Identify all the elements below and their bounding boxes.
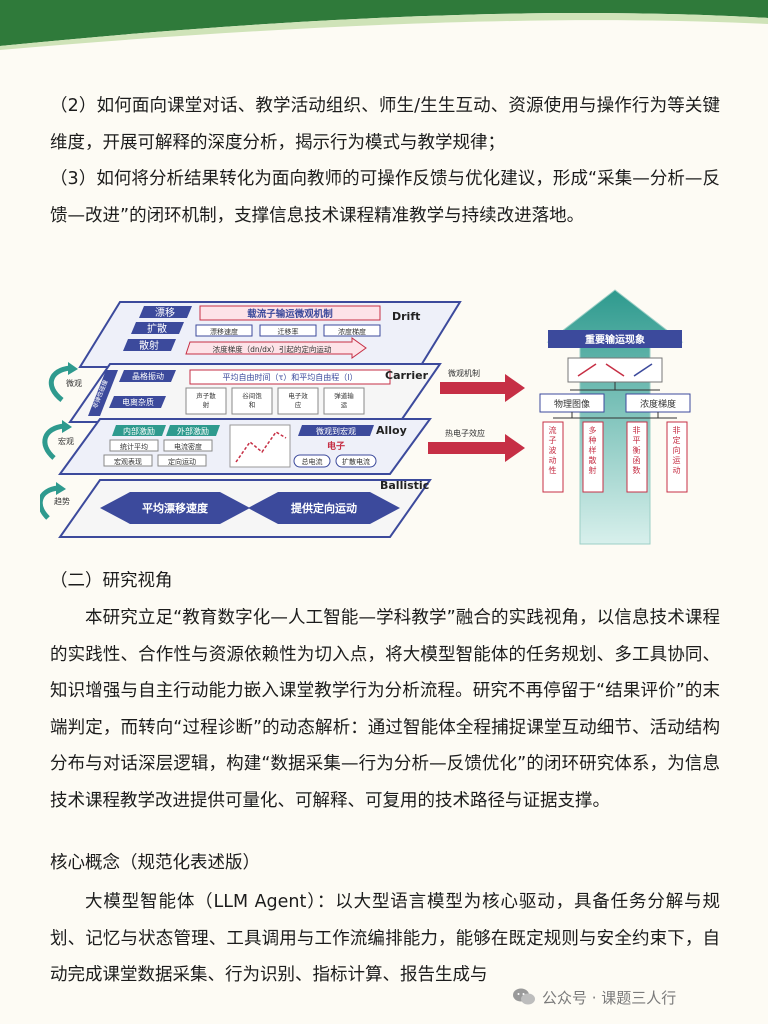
layer-carrier: 非弹性碰撞 晶格振动 电离杂质 平均自由时间（τ）和平均自由程（l） 声子散射 … — [68, 363, 442, 423]
wechat-watermark: 公众号 · 课题三人行 — [512, 982, 676, 1012]
drift-box-2-label: 扩散 — [147, 322, 167, 335]
concept-heading: 核心概念（规范化表述版） — [50, 853, 260, 873]
pillar-col-4: 非定向运动 — [672, 426, 681, 475]
pillar-col-3: 非平衡函数 — [632, 426, 641, 475]
drift-arrow-label: 浓度梯度（dn/dx）引起的定向运动 — [213, 344, 332, 354]
transport-mechanism-figure: 漂移 扩散 散射 载流子输运微观机制 漂移速度 迁移率 浓度梯度 浓度梯度（dn… — [40, 289, 691, 545]
drift-item-3: 浓度梯度 — [338, 327, 366, 336]
drift-box-3 — [123, 339, 176, 351]
alloy-total: 总电流 — [302, 457, 323, 466]
ballistic-tag: Ballistic — [380, 479, 429, 492]
concept-paragraph: 大模型智能体（LLM Agent）：以大型语言模型为核心驱动，具备任务分解与规划… — [50, 892, 720, 985]
pillar-diagram-icon — [567, 357, 663, 383]
alloy-electron: 电子 — [327, 440, 345, 452]
drift-box-2 — [131, 322, 184, 334]
drift-tag: Drift — [392, 310, 420, 323]
carrier-banner: 平均自由时间（τ）和平均自由程（l） — [222, 372, 357, 382]
carrier-tag: Carrier — [385, 369, 429, 382]
pillar-gradient-label: 浓度梯度 — [640, 398, 676, 410]
carrier-vibration: 晶格振动 — [132, 371, 164, 381]
alloy-outer: 外部激励 — [177, 426, 209, 436]
drift-box-3-label: 散射 — [139, 339, 159, 352]
perspective-paragraph: 本研究立足“教育数字化—人工智能—学科教学”融合的实践视角，以信息技术课程的实践… — [50, 608, 720, 811]
drift-item-2: 迁移率 — [278, 327, 299, 336]
pillar-top-label: 重要输运现象 — [585, 333, 645, 346]
section-heading-perspective: （二）研究视角 — [50, 571, 173, 591]
side-micro: 微观 — [66, 378, 82, 388]
middle-arrows: 微观机制 热电子效应 — [428, 368, 525, 462]
watermark-text: 公众号 · 课题三人行 — [542, 988, 677, 1007]
alloy-r4: 定向运动 — [168, 457, 196, 466]
carrier-cell-1: 声子散射 — [196, 392, 216, 409]
alloy-r1: 统计平均 — [120, 442, 148, 451]
transport-pillar: 重要输运现象 物理图像 浓度梯度 流子波动性 多种样散射 非平衡函数 非定向运动 — [539, 289, 691, 545]
alloy-diff: 扩散电流 — [342, 457, 370, 466]
ballistic-left: 平均漂移速度 — [142, 501, 209, 515]
layer-ballistic: 平均漂移速度 提供定向运动 Ballistic — [58, 479, 432, 538]
carrier-ion: 电离杂质 — [122, 397, 154, 407]
side-labels: 微观 宏观 趋势 — [40, 362, 82, 520]
ballistic-right-arrow — [248, 492, 400, 524]
side-trend: 趋势 — [54, 496, 70, 506]
alloy-r3: 宏观表现 — [114, 457, 142, 466]
alloy-tag: Alloy — [376, 424, 407, 437]
ballistic-left-arrow — [100, 492, 250, 524]
decorative-top-band — [0, 0, 768, 50]
alloy-inner: 内部激励 — [123, 426, 155, 436]
carrier-cell-3: 电子效应 — [288, 392, 308, 409]
side-macro: 宏观 — [58, 436, 74, 446]
pillar-image-label: 物理图像 — [554, 398, 590, 410]
arrow-micro-label: 微观机制 — [448, 368, 480, 378]
alloy-bridge: 微观到宏观 — [316, 426, 356, 436]
wechat-icon — [513, 988, 535, 1005]
drift-banner — [199, 305, 381, 321]
alloy-plot-icon — [229, 424, 291, 468]
pillar-col-2: 多种样散射 — [588, 426, 597, 475]
drift-box-1 — [139, 306, 192, 318]
layer-drift: 漂移 扩散 散射 载流子输运微观机制 漂移速度 迁移率 浓度梯度 浓度梯度（dn… — [78, 301, 462, 368]
carrier-cell-4: 弹道输运 — [334, 392, 354, 409]
carrier-cell-2: 谷间饱和 — [242, 392, 262, 409]
drift-item-1: 漂移速度 — [210, 327, 238, 336]
question-3-text: （3）如何将分析结果转化为面向教师的可操作反馈与优化建议，形成“采集—分析—反馈… — [50, 169, 720, 226]
alloy-r2: 电流密度 — [174, 442, 202, 451]
drift-box-1-label: 漂移 — [155, 306, 175, 319]
arrow-hot-electron-label: 热电子效应 — [445, 428, 485, 438]
drift-arrow — [185, 337, 367, 359]
layer-alloy: 内部激励 外部激励 统计平均 电流密度 宏观表现 定向运动 微观到宏观 电子 总… — [58, 418, 432, 475]
drift-banner-label: 载流子输运微观机制 — [247, 308, 333, 320]
question-2-text: （2）如何面向课堂对话、教学活动组织、师生/生生互动、资源使用与操作行为等关键维… — [50, 96, 720, 153]
carrier-side-box — [88, 370, 118, 416]
ballistic-right: 提供定向运动 — [291, 501, 357, 515]
pillar-col-1: 流子波动性 — [548, 426, 557, 475]
